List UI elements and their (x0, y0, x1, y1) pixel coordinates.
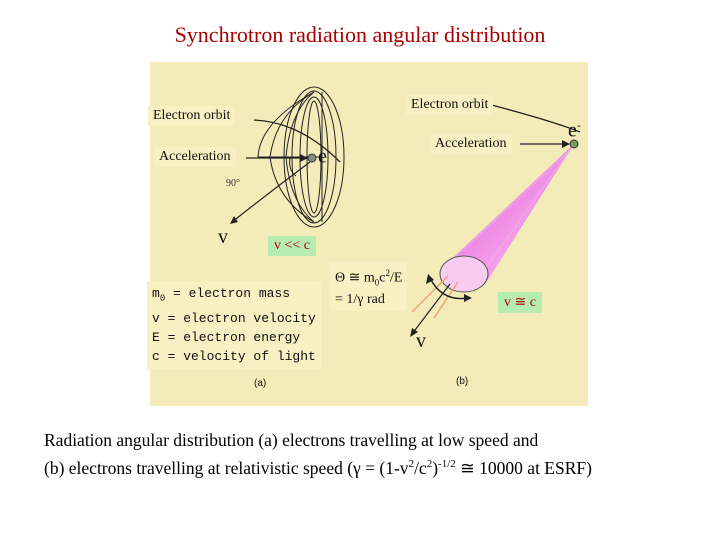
figure-caption: Radiation angular distribution (a) elect… (44, 428, 704, 480)
panel-b-electron-orbit-label: Electron orbit (406, 95, 494, 115)
panel-b-acceleration-label: Acceleration (430, 134, 512, 154)
panel-b-label: (b) (456, 376, 469, 387)
legend-light: c = velocity of light (152, 348, 316, 364)
panel-b-orbit (479, 101, 581, 133)
panel-a-electron (307, 153, 317, 163)
panel-a-pattern (257, 86, 345, 228)
panel-a-electron-label: e- (318, 144, 331, 168)
legend-velocity: v = electron velocity (152, 310, 316, 326)
symbol-legend: m0 = electron mass v = electron velocity… (147, 281, 321, 369)
panel-a-velocity-label: v (218, 226, 228, 248)
panel-b-cone-opening (439, 255, 489, 293)
caption-line-2: (b) electrons travelling at relativistic… (44, 457, 592, 478)
panel-a-orbit (253, 119, 341, 163)
page-title: Synchrotron radiation angular distributi… (174, 22, 546, 47)
legend-mass: m0 = electron mass (152, 286, 291, 304)
panel-b-condition-badge: v ≅ c (498, 292, 542, 313)
panel-a-label: (a) (254, 378, 267, 389)
angle-label: 90° (226, 178, 240, 189)
panel-a-acceleration-label: Acceleration (154, 147, 236, 167)
panel-a-electron-orbit-label: Electron orbit (148, 106, 236, 126)
angle-formula: Θ ≅ m0c2/E = 1/γ rad (330, 262, 408, 312)
panel-b-velocity-label: v (416, 330, 426, 352)
panel-b-electron-label: e- (568, 118, 581, 142)
caption-line-1: Radiation angular distribution (a) elect… (44, 430, 539, 450)
legend-energy: E = electron energy (152, 329, 301, 345)
diagram-drawing (230, 86, 581, 337)
panel-a-condition-badge: v << c (268, 236, 317, 256)
